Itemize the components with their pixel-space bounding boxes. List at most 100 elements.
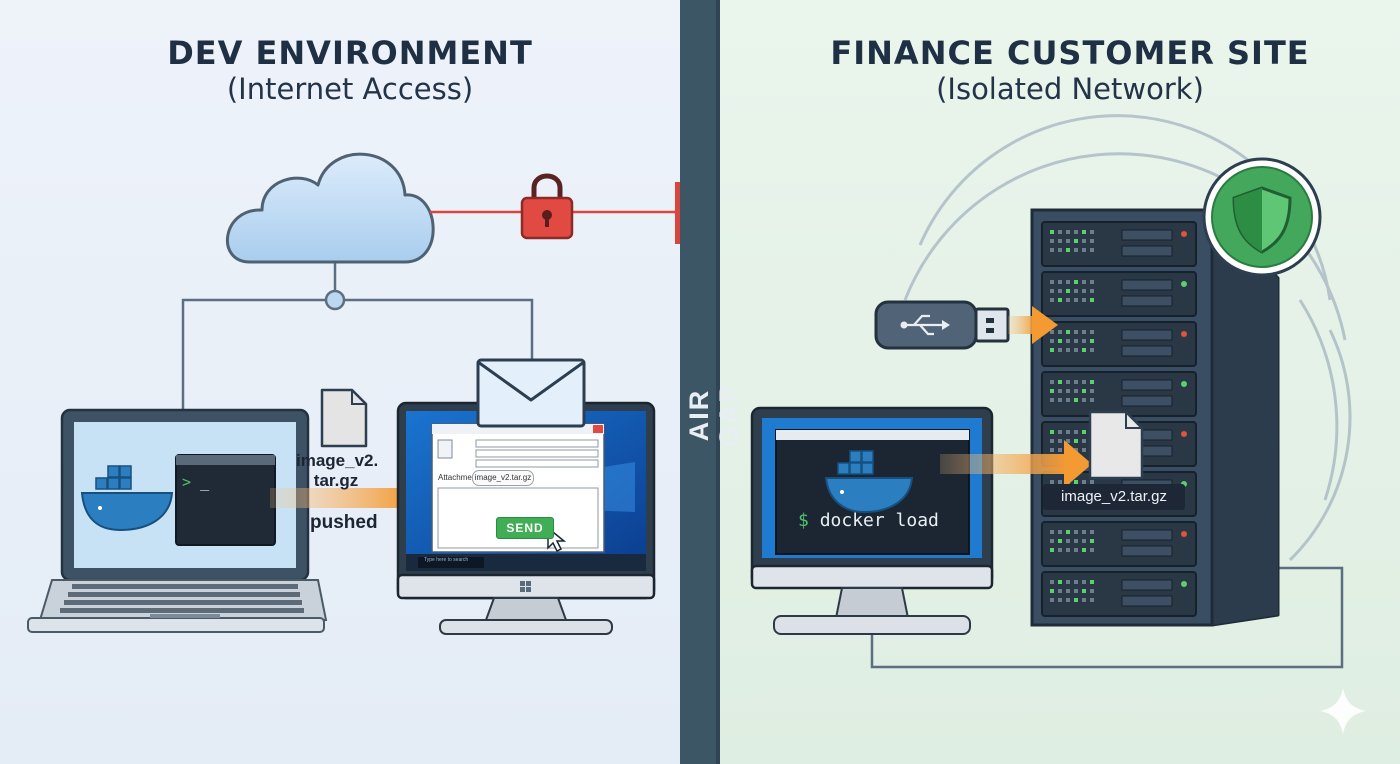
status-led bbox=[1058, 298, 1062, 302]
status-led bbox=[1058, 430, 1062, 434]
left-title-block: DEV ENVIRONMENT (Internet Access) bbox=[130, 34, 570, 106]
status-led bbox=[1066, 439, 1070, 443]
status-led bbox=[1066, 598, 1070, 602]
attachment-label: Attachment: bbox=[438, 473, 481, 482]
file-icon bbox=[320, 388, 368, 448]
load-arrow bbox=[940, 440, 1092, 488]
status-led bbox=[1066, 398, 1070, 402]
status-led bbox=[1058, 248, 1062, 252]
status-led bbox=[1066, 389, 1070, 393]
shield-icon bbox=[1202, 157, 1322, 277]
terminal-cursor: _ bbox=[200, 473, 210, 491]
status-led bbox=[1090, 539, 1094, 543]
status-led bbox=[1050, 530, 1054, 534]
status-led bbox=[1090, 548, 1094, 552]
status-led bbox=[1082, 389, 1086, 393]
status-led bbox=[1058, 280, 1062, 284]
status-led bbox=[1058, 389, 1062, 393]
status-led bbox=[1090, 339, 1094, 343]
status-led bbox=[1074, 380, 1078, 384]
status-led bbox=[1050, 280, 1054, 284]
drive-slot bbox=[1121, 329, 1173, 341]
status-led bbox=[1074, 239, 1078, 243]
status-led bbox=[1050, 330, 1054, 334]
status-led bbox=[1074, 348, 1078, 352]
status-led bbox=[1082, 448, 1086, 452]
power-led bbox=[1181, 281, 1187, 287]
status-led bbox=[1058, 289, 1062, 293]
usb-drive-icon bbox=[874, 300, 1010, 350]
status-led bbox=[1074, 339, 1078, 343]
right-panel-subtitle: (Isolated Network) bbox=[936, 72, 1204, 106]
air-gap-divider-edge bbox=[716, 0, 720, 764]
status-led bbox=[1066, 430, 1070, 434]
status-led bbox=[1050, 230, 1054, 234]
status-led bbox=[1066, 348, 1070, 352]
status-led bbox=[1082, 548, 1086, 552]
status-led bbox=[1050, 398, 1054, 402]
status-led bbox=[1090, 239, 1094, 243]
right-title-block: FINANCE CUSTOMER SITE (Isolated Network) bbox=[800, 34, 1340, 106]
network-node bbox=[324, 289, 346, 311]
power-led bbox=[1181, 381, 1187, 387]
status-led bbox=[1082, 248, 1086, 252]
status-led bbox=[1050, 589, 1054, 593]
server-rack bbox=[1030, 208, 1280, 627]
docker-command-line: $ docker load bbox=[798, 510, 939, 531]
status-led bbox=[1050, 430, 1054, 434]
status-led bbox=[1074, 398, 1078, 402]
server-cable bbox=[870, 566, 1344, 669]
status-led bbox=[1074, 548, 1078, 552]
status-led bbox=[1066, 230, 1070, 234]
docker-whale-icon bbox=[824, 450, 914, 514]
taskbar-search-input[interactable]: Type here to search bbox=[424, 557, 469, 563]
status-led bbox=[1074, 230, 1078, 234]
status-led bbox=[1090, 298, 1094, 302]
status-led bbox=[1066, 380, 1070, 384]
status-led bbox=[1050, 380, 1054, 384]
status-led bbox=[1058, 230, 1062, 234]
status-led bbox=[1066, 248, 1070, 252]
status-led bbox=[1090, 589, 1094, 593]
status-led bbox=[1082, 289, 1086, 293]
status-led bbox=[1058, 589, 1062, 593]
drive-slot bbox=[1121, 529, 1173, 541]
server-unit bbox=[1041, 221, 1197, 267]
status-led bbox=[1074, 330, 1078, 334]
status-led bbox=[1066, 580, 1070, 584]
send-button[interactable]: SEND bbox=[496, 517, 554, 539]
status-led bbox=[1058, 239, 1062, 243]
drive-slot bbox=[1121, 345, 1173, 357]
status-led bbox=[1050, 480, 1054, 484]
cloud-icon bbox=[225, 152, 435, 264]
drive-slot bbox=[1121, 229, 1173, 241]
status-led bbox=[1082, 530, 1086, 534]
attachment-chip[interactable]: image_v2.tar.gz bbox=[472, 470, 534, 486]
blocked-link-end bbox=[675, 182, 680, 244]
command-prompt: $ bbox=[798, 510, 809, 531]
status-led bbox=[1058, 539, 1062, 543]
docker-whale-icon bbox=[80, 465, 174, 532]
drive-slot bbox=[1121, 545, 1173, 557]
docker-command: docker load bbox=[819, 510, 939, 531]
status-led bbox=[1082, 380, 1086, 384]
windows-logo-icon bbox=[520, 581, 531, 592]
laptop bbox=[27, 408, 328, 633]
status-led bbox=[1090, 330, 1094, 334]
status-led bbox=[1082, 298, 1086, 302]
status-led bbox=[1074, 589, 1078, 593]
status-led bbox=[1058, 398, 1062, 402]
status-led bbox=[1090, 580, 1094, 584]
server-unit bbox=[1041, 321, 1197, 367]
laptop-terminal bbox=[175, 454, 276, 546]
status-led bbox=[1074, 530, 1078, 534]
status-led bbox=[1090, 480, 1094, 484]
status-led bbox=[1066, 289, 1070, 293]
status-led bbox=[1066, 539, 1070, 543]
status-led bbox=[1058, 448, 1062, 452]
status-led bbox=[1082, 480, 1086, 484]
status-led bbox=[1066, 589, 1070, 593]
status-led bbox=[1082, 280, 1086, 284]
terminal-prompt: > bbox=[182, 473, 192, 491]
